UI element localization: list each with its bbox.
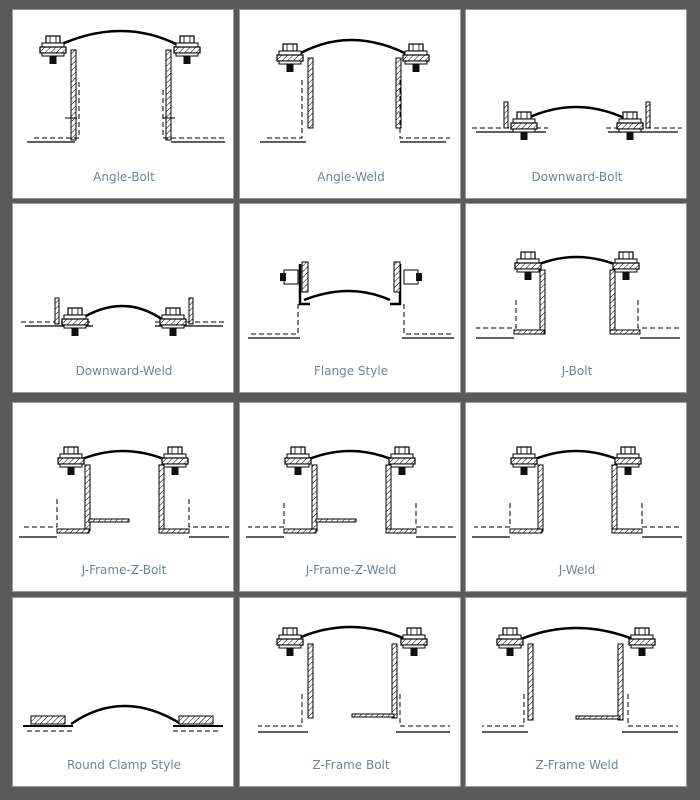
- tile-caption: Z-Frame Bolt: [312, 758, 390, 772]
- tile-caption: Downward-Bolt: [531, 170, 623, 184]
- tile-j-weld[interactable]: J-Weld: [465, 402, 687, 592]
- tile-caption: Z-Frame Weld: [535, 758, 619, 772]
- tile-round-clamp-style[interactable]: Round Clamp Style: [12, 597, 234, 787]
- tile-j-bolt[interactable]: J-Bolt: [465, 203, 687, 393]
- j-weld-diagram: [472, 446, 682, 538]
- tile-angle-weld[interactable]: Angle-Weld: [239, 9, 461, 199]
- tile-caption: Angle-Bolt: [93, 170, 155, 184]
- tile-caption: Flange Style: [313, 364, 389, 378]
- angle-weld-diagram: [260, 38, 450, 143]
- tile-j-frame-z-bolt[interactable]: J-Frame-Z-Bolt: [12, 402, 234, 592]
- round-clamp-style-diagram: [23, 704, 223, 732]
- j-bolt-diagram: [476, 251, 680, 339]
- j-frame-z-weld-diagram: [246, 446, 456, 538]
- tile-caption: J-Bolt: [561, 364, 593, 378]
- z-frame-weld-diagram: [482, 626, 678, 733]
- tile-flange-style[interactable]: Flange Style: [239, 203, 461, 393]
- tile-caption: J-Weld: [558, 563, 596, 577]
- tile-j-frame-z-weld[interactable]: J-Frame-Z-Weld: [239, 402, 461, 592]
- tile-caption: Downward-Weld: [75, 364, 173, 378]
- downward-weld-diagram: [21, 297, 227, 337]
- downward-bolt-diagram: [472, 101, 682, 141]
- tile-caption: J-Frame-Z-Weld: [305, 563, 397, 577]
- tile-downward-bolt[interactable]: Downward-Bolt: [465, 9, 687, 199]
- tile-angle-bolt[interactable]: Angle-Bolt: [12, 9, 234, 199]
- flange-style-diagram: [248, 261, 454, 339]
- tile-z-frame-weld[interactable]: Z-Frame Weld: [465, 597, 687, 787]
- tile-caption: Round Clamp Style: [66, 758, 182, 772]
- angle-bolt-diagram: [27, 29, 225, 143]
- tile-caption: J-Frame-Z-Bolt: [81, 563, 167, 577]
- tile-z-frame-bolt[interactable]: Z-Frame Bolt: [239, 597, 461, 787]
- j-frame-z-bolt-diagram: [19, 446, 229, 538]
- tile-caption: Angle-Weld: [317, 170, 385, 184]
- tile-downward-weld[interactable]: Downward-Weld: [12, 203, 234, 393]
- z-frame-bolt-diagram: [258, 625, 450, 733]
